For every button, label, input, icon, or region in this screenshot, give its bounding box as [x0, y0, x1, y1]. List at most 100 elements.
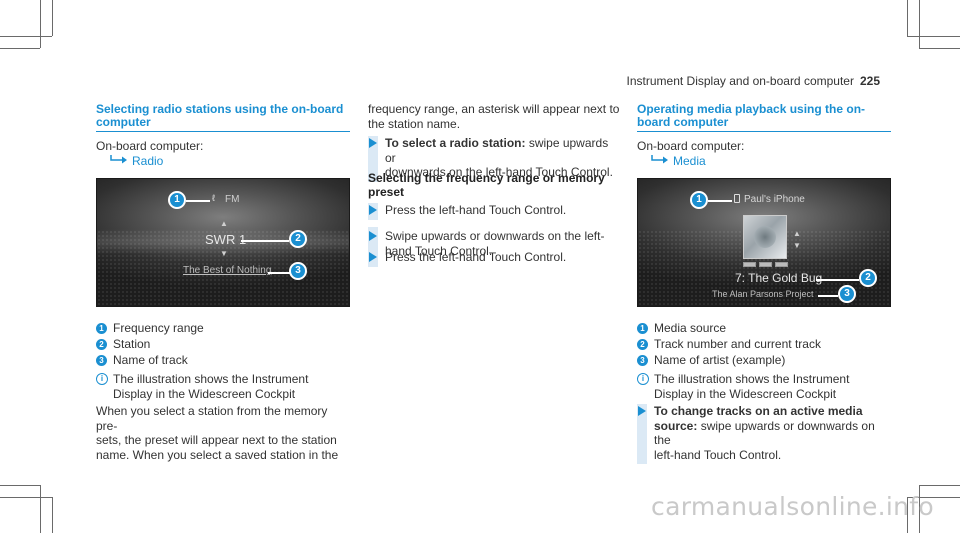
- station-label: SWR 1: [205, 232, 247, 247]
- media-source-label: Paul's iPhone: [734, 193, 805, 205]
- legend-number: 1: [96, 323, 107, 334]
- up-arrow-icon: ▲: [793, 229, 801, 238]
- running-header-title: Instrument Display and on-board computer: [626, 74, 854, 88]
- paragraph-line: When you select a station from the memor…: [96, 404, 328, 433]
- note-text: The illustration shows the Instrument Di…: [654, 372, 850, 401]
- crop-mark: [919, 0, 920, 48]
- crop-mark: [907, 497, 908, 533]
- crop-mark: [52, 0, 53, 36]
- step-text: swipe upwards or: [385, 136, 609, 165]
- paragraph-line: name. When you select a saved station in…: [96, 447, 339, 462]
- body-paragraph: When you select a station from the memor…: [96, 404, 350, 462]
- legend-text: Frequency range: [113, 321, 204, 335]
- callout-2: 2: [859, 269, 877, 287]
- menu-path-media: Media: [651, 154, 706, 168]
- legend-text: Track number and current track: [654, 337, 821, 351]
- instruction-step: To change tracks on an active media sour…: [637, 404, 891, 464]
- subheading-line: preset: [368, 185, 405, 199]
- menu-path-item: Media: [673, 154, 706, 168]
- callout-2: 2: [289, 230, 307, 248]
- legend-text: Media source: [654, 321, 727, 335]
- step-arrow-icon: [369, 138, 377, 148]
- album-thumbnail: [743, 262, 756, 267]
- callout-1: 1: [690, 191, 708, 209]
- section-title: Selecting radio stations using the on-bo…: [96, 102, 344, 129]
- legend-item: 1 Media source: [637, 320, 821, 336]
- step-arrow-icon: [369, 252, 377, 262]
- instruction-step: Press the left-hand Touch Control.: [368, 250, 622, 267]
- step-text: Swipe upwards or downwards on the left-: [385, 229, 605, 243]
- crop-mark: [919, 48, 960, 49]
- step-text: hand Touch Control.: [385, 243, 493, 258]
- callout-1: 1: [168, 191, 186, 209]
- menu-path-radio: Radio: [110, 154, 163, 168]
- instruction-step: To select a radio station: swipe upwards…: [368, 136, 622, 182]
- legend-number: 3: [96, 355, 107, 366]
- album-thumbnail: [759, 262, 772, 267]
- instruction-step: Press the left-hand Touch Control.: [368, 203, 622, 220]
- watermark: carmanualsonline.info: [651, 492, 934, 521]
- callout-leader: [186, 200, 210, 202]
- up-arrow-icon: ▲: [220, 219, 228, 228]
- step-bar: [368, 136, 378, 182]
- section-rule: [96, 131, 350, 132]
- step-text: left-hand Touch Control.: [654, 447, 782, 462]
- legend-number: 2: [637, 339, 648, 350]
- step-arrow-icon: [638, 406, 646, 416]
- menu-path-label: On-board computer:: [96, 139, 204, 153]
- step-lead: source:: [654, 418, 698, 433]
- menu-path-item: Radio: [132, 154, 164, 168]
- step-text: swipe upwards or downwards on the: [654, 418, 875, 448]
- legend-text: Station: [113, 337, 151, 351]
- callout-leader: [241, 240, 289, 242]
- band-label: FM: [225, 194, 240, 205]
- antenna-icon: ℓ: [212, 193, 215, 203]
- crop-mark: [0, 48, 40, 49]
- step-text: Press the left-hand Touch Control.: [385, 203, 567, 217]
- step-bar: [637, 404, 647, 464]
- subheading-line: Selecting the frequency range or memory: [368, 171, 605, 185]
- crop-mark: [52, 497, 53, 533]
- legend-number: 2: [96, 339, 107, 350]
- callout-3: 3: [838, 285, 856, 303]
- menu-path-label: On-board computer:: [637, 139, 745, 153]
- callout-leader: [268, 272, 290, 274]
- crop-mark: [919, 485, 960, 486]
- crop-mark: [0, 485, 40, 486]
- step-bar: [368, 227, 378, 260]
- body-paragraph: frequency range, an asterisk will appear…: [368, 102, 622, 131]
- path-arrow-icon: [651, 155, 668, 164]
- paragraph-line: sets, the preset will appear next to the…: [96, 433, 337, 447]
- callout-3: 3: [289, 262, 307, 280]
- legend-text: Name of artist (example): [654, 353, 786, 367]
- legend-item: 2 Track number and current track: [637, 336, 821, 352]
- legend-item: 2 Station: [96, 336, 204, 352]
- radio-display-illustration: 1 ℓ FM ▲ SWR 1 2 ▼ The Best of Nothing 3: [96, 178, 350, 307]
- page-number: 225: [859, 74, 880, 88]
- down-arrow-icon: ▼: [793, 241, 801, 250]
- display-highlight: [97, 229, 349, 255]
- instruction-step: Swipe upwards or downwards on the left- …: [368, 219, 622, 260]
- legend-item: 3 Name of artist (example): [637, 352, 821, 368]
- legend-number: 1: [637, 323, 648, 334]
- step-text: downwards on the left-hand Touch Control…: [385, 165, 613, 179]
- crop-mark: [0, 36, 52, 37]
- paragraph-line: frequency range, an asterisk will appear…: [368, 102, 620, 116]
- display-texture: [97, 229, 349, 306]
- callout-legend: 1 Media source 2 Track number and current …: [637, 320, 821, 368]
- step-lead: To select a radio station:: [385, 136, 526, 150]
- crop-mark: [919, 485, 920, 533]
- path-arrow-icon: [110, 155, 127, 164]
- crop-mark: [907, 497, 960, 498]
- step-arrow-icon: [369, 231, 377, 241]
- step-lead: To change tracks on an active media: [654, 404, 863, 418]
- artist-label: The Alan Parsons Project: [712, 289, 814, 299]
- crop-mark: [40, 485, 41, 533]
- track-title-label: 7: The Gold Bug: [735, 271, 823, 285]
- legend-number: 3: [637, 355, 648, 366]
- down-arrow-icon: ▼: [220, 249, 228, 258]
- note-text: The illustration shows the Instrument Di…: [113, 372, 309, 401]
